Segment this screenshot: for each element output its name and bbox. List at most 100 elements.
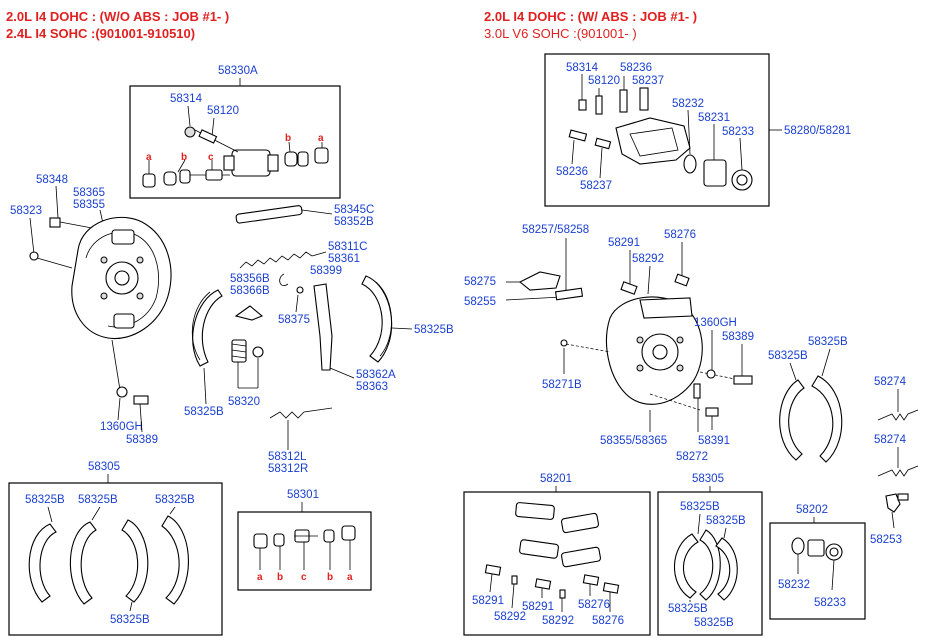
part-label-58255[interactable]: 58255 (464, 296, 496, 308)
part-label-1360GH-right[interactable]: 1360GH (694, 317, 737, 329)
repair-kit-box: 58301 a b c b a (237, 489, 372, 591)
part-label-58276[interactable]: 58276 (664, 229, 696, 241)
part-label-58361[interactable]: 58361 (328, 253, 360, 265)
part-label-58362A[interactable]: 58362A (356, 369, 396, 381)
shoe-set-box-left: 58305 58325B 58325B 58325B 58325B (8, 461, 223, 636)
header-right-line2: 3.0L V6 SOHC :(901001- ) (484, 26, 637, 41)
part-label-58120-right[interactable]: 58120 (588, 75, 620, 87)
parking-shoes-group: 58325B 58325B (768, 336, 848, 463)
part-label-58276-b[interactable]: 58276 (578, 599, 610, 611)
part-label-58323[interactable]: 58323 (10, 205, 42, 217)
part-label-58314[interactable]: 58314 (170, 93, 203, 105)
part-label-58274-b[interactable]: 58274 (874, 434, 907, 446)
part-label-58312R[interactable]: 58312R (268, 463, 308, 475)
part-label-58389[interactable]: 58389 (126, 434, 158, 446)
part-label-58330A[interactable]: 58330A (218, 65, 258, 77)
part-label-58355-58365[interactable]: 58355/58365 (600, 435, 667, 447)
part-label-58325B-c[interactable]: 58325B (25, 494, 65, 506)
part-label-58391[interactable]: 58391 (698, 435, 730, 447)
pad-kit-box: 58201 58291 58292 58291 58292 58276 5827… (463, 473, 651, 636)
wheel-cylinder-kit-group: 58330A 58314 58120 (129, 65, 341, 199)
part-label-58292-b[interactable]: 58292 (494, 611, 526, 623)
seal-kit-box: 58202 58232 58233 (769, 504, 866, 620)
letter-c-1: c (208, 152, 214, 163)
part-label-58345C[interactable]: 58345C (334, 204, 374, 216)
brake-shoes-left-group: 58325B 58325B 58362A 58363 58312L 58312R (184, 275, 454, 475)
part-label-1360GH[interactable]: 1360GH (100, 421, 143, 433)
header-left-line2: 2.4L I4 SOHC :(901001-910510) (6, 26, 195, 41)
part-label-58275[interactable]: 58275 (464, 276, 496, 288)
part-label-58305-right[interactable]: 58305 (692, 473, 724, 485)
caliper-box: 58314 58236 58120 58237 58232 58231 5823… (544, 53, 851, 207)
springs-58274-group: 58274 58274 58253 (870, 376, 919, 546)
part-label-58389-right[interactable]: 58389 (722, 331, 754, 343)
part-label-58314-right[interactable]: 58314 (566, 62, 599, 74)
part-label-58291-b[interactable]: 58291 (472, 595, 504, 607)
part-label-58355[interactable]: 58355 (73, 199, 105, 211)
part-label-58237-bottom[interactable]: 58237 (580, 180, 612, 192)
part-label-58120[interactable]: 58120 (207, 105, 239, 117)
part-label-58325B-a[interactable]: 58325B (184, 406, 224, 418)
part-label-58325B-g[interactable]: 58325B (768, 350, 808, 362)
header-right-line1: 2.0L I4 DOHC : (W/ ABS : JOB #1- ) (484, 9, 697, 24)
part-label-58236-top[interactable]: 58236 (620, 62, 652, 74)
letter-a-3: a (257, 572, 263, 583)
letter-b-3: b (277, 572, 283, 583)
letter-b-4: b (327, 572, 333, 583)
part-label-58325B-b[interactable]: 58325B (414, 324, 454, 336)
part-label-58253[interactable]: 58253 (870, 534, 902, 546)
letter-b-1: b (181, 152, 187, 163)
part-label-58233[interactable]: 58233 (722, 126, 754, 138)
part-label-58325B-k[interactable]: 58325B (668, 603, 708, 615)
part-label-58325B-f[interactable]: 58325B (110, 614, 150, 626)
part-label-58399[interactable]: 58399 (310, 265, 342, 277)
part-label-58272[interactable]: 58272 (676, 451, 708, 463)
backing-plate-group: 58348 58365 58355 58323 1360GH 58389 (10, 174, 172, 446)
part-label-58257-58258[interactable]: 58257/58258 (522, 224, 589, 236)
shoe-set-box-right: 58305 58325B 58325B 58325B 58325B (657, 473, 763, 636)
part-label-58352B[interactable]: 58352B (334, 216, 374, 228)
letter-a-1: a (146, 152, 152, 163)
letter-c-2: c (301, 572, 307, 583)
part-label-58271B[interactable]: 58271B (542, 379, 582, 391)
part-label-58312L[interactable]: 58312L (268, 451, 307, 463)
part-label-58325B-d[interactable]: 58325B (78, 494, 118, 506)
part-label-58202[interactable]: 58202 (796, 504, 828, 516)
part-label-58363[interactable]: 58363 (356, 381, 388, 393)
part-label-58232[interactable]: 58232 (672, 98, 704, 110)
part-label-58236-bottom[interactable]: 58236 (556, 166, 588, 178)
part-label-58356B[interactable]: 58356B (230, 273, 270, 285)
part-label-58291[interactable]: 58291 (608, 237, 640, 249)
part-label-58305-left[interactable]: 58305 (88, 461, 120, 473)
part-label-58201[interactable]: 58201 (540, 473, 572, 485)
part-label-58237-top[interactable]: 58237 (632, 75, 664, 87)
part-label-58292-c[interactable]: 58292 (542, 615, 574, 627)
part-label-58311C[interactable]: 58311C (328, 241, 367, 253)
rear-disc-backing-group: 58257/58258 58291 58276 58292 58275 5825… (464, 224, 754, 463)
letter-a-4: a (347, 572, 353, 583)
part-label-58366B[interactable]: 58366B (230, 285, 270, 297)
part-label-58348[interactable]: 58348 (36, 174, 68, 186)
seal-parts (142, 141, 329, 188)
part-label-58375[interactable]: 58375 (278, 314, 310, 326)
letter-a-2: a (318, 133, 324, 144)
part-label-58365[interactable]: 58365 (73, 187, 105, 199)
part-label-58276-c[interactable]: 58276 (592, 615, 624, 627)
part-label-58232-b[interactable]: 58232 (778, 579, 810, 591)
part-label-58325B-e[interactable]: 58325B (155, 494, 195, 506)
part-label-58325B-j[interactable]: 58325B (706, 515, 746, 527)
part-label-58233-b[interactable]: 58233 (814, 597, 846, 609)
part-label-58274-a[interactable]: 58274 (874, 376, 907, 388)
part-label-58291-c[interactable]: 58291 (522, 601, 554, 613)
part-label-58292[interactable]: 58292 (632, 253, 664, 265)
part-label-58325B-h[interactable]: 58325B (808, 336, 848, 348)
adjuster-group: 58345C 58352B 58311C 58361 58356B 58366B… (228, 204, 374, 408)
part-label-58280-58281[interactable]: 58280/58281 (784, 125, 851, 137)
part-label-58231[interactable]: 58231 (698, 112, 730, 124)
part-label-58320[interactable]: 58320 (228, 396, 260, 408)
part-label-58301[interactable]: 58301 (287, 489, 319, 501)
part-label-58325B-l[interactable]: 58325B (694, 617, 734, 629)
letter-b-2: b (285, 133, 291, 144)
part-label-58325B-i[interactable]: 58325B (680, 501, 720, 513)
